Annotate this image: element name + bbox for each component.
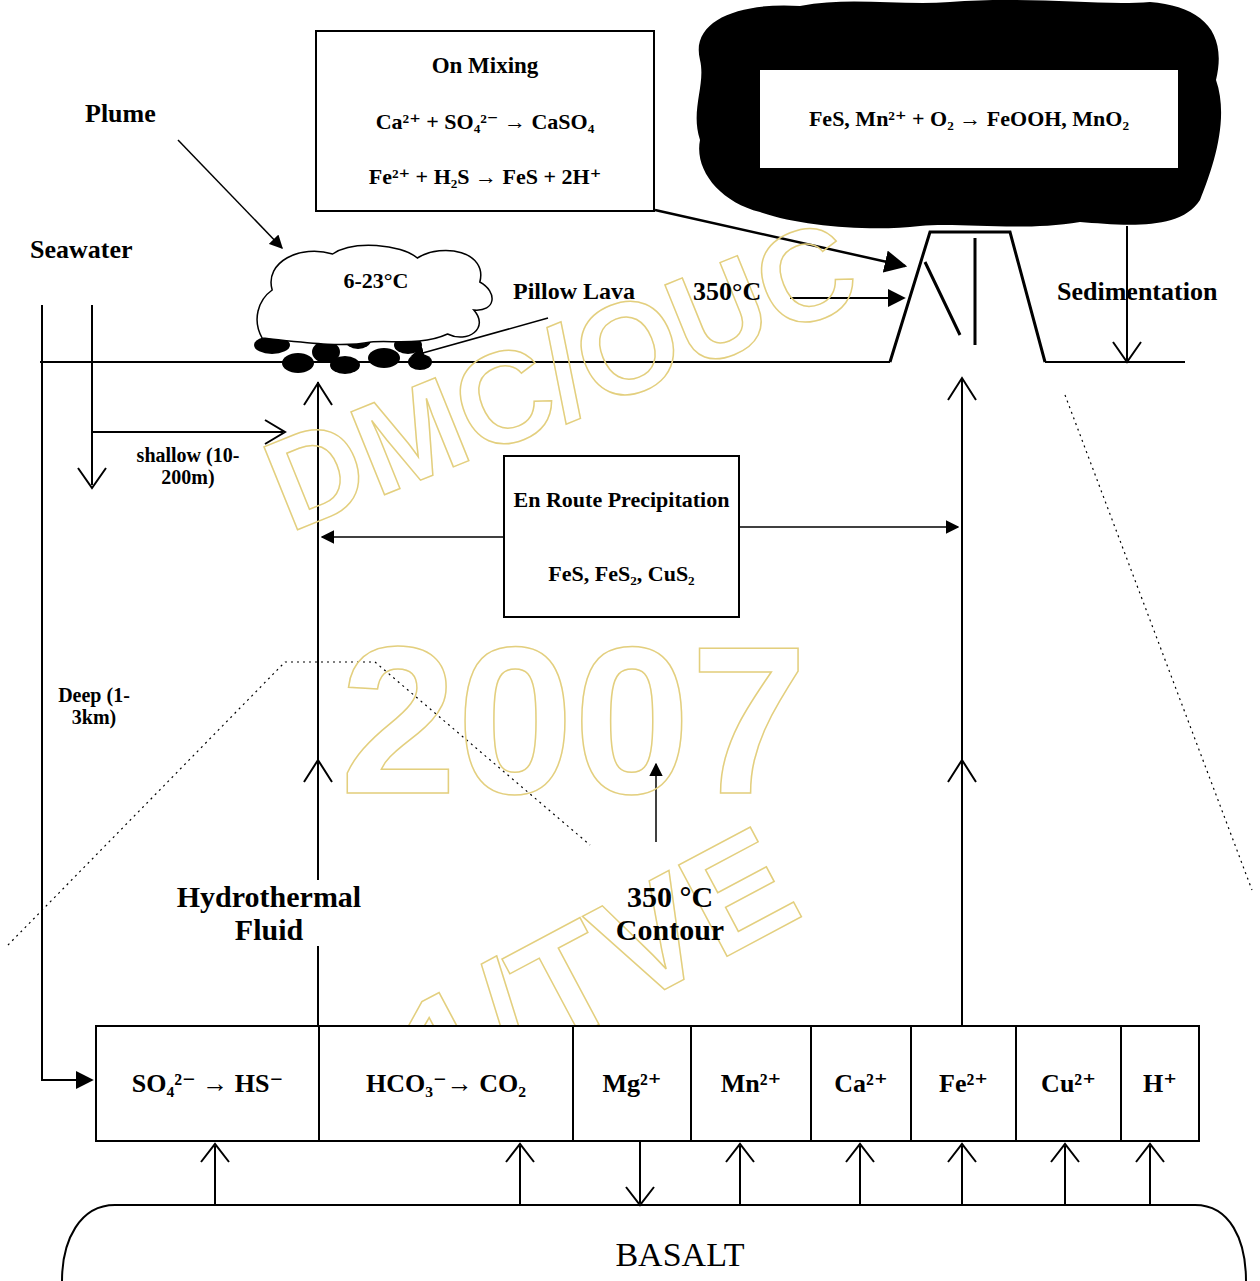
sedimentation-label: Sedimentation	[1057, 278, 1217, 307]
temperature-label: 350°C	[693, 278, 761, 307]
reaction-box: On MixingCa²⁺ + SO₄²⁻ → CaSO₄ Fe²⁺ + H₂S …	[315, 30, 655, 212]
node-text: FeS, FeS₂, CuS₂	[548, 561, 694, 586]
species-box: Ca²⁺	[810, 1025, 912, 1142]
seawater-shallow-down	[91, 305, 93, 485]
node-heading: Mg²⁺	[602, 1069, 661, 1099]
species-box: Mg²⁺	[572, 1025, 692, 1142]
depth-label: Deep (1-3km)	[44, 684, 144, 728]
basalt-label: BASALT	[540, 1236, 820, 1273]
node-heading: 6-23°C	[343, 268, 408, 293]
watermark: 2007	[340, 600, 807, 842]
node-heading: Mn²⁺	[721, 1069, 782, 1099]
oxidation-box: FeS, Mn²⁺ + O₂ → FeOOH, MnO₂	[758, 68, 1180, 170]
contour-label: 350 °C Contour	[580, 880, 760, 946]
arrowhead	[78, 468, 106, 488]
plume-cloud: 6-23°C	[250, 238, 502, 348]
species-box: H⁺	[1120, 1025, 1200, 1142]
node-heading: Fe²⁺	[939, 1069, 988, 1099]
species-box: SO₄²⁻ → HS⁻	[95, 1025, 320, 1142]
node-heading: On Mixing	[432, 53, 539, 79]
node-heading: H⁺	[1143, 1069, 1177, 1099]
node-heading: SO₄²⁻ → HS⁻	[132, 1069, 283, 1099]
fluid-label: Hydrothermal Fluid	[140, 880, 398, 946]
plume-pointer	[178, 140, 282, 248]
precipitation-arrow	[740, 526, 958, 528]
species-box: Cu²⁺	[1015, 1025, 1122, 1142]
fluid-up-line	[961, 378, 963, 1025]
species-box: Mn²⁺	[690, 1025, 812, 1142]
exchange-arrows	[201, 1142, 1164, 1205]
node-heading: Ca²⁺	[834, 1069, 887, 1099]
node-text: Ca²⁺ + SO₄²⁻ → CaSO₄	[376, 109, 595, 134]
species-box: HCO₃⁻→ CO₂	[318, 1025, 574, 1142]
node-heading: FeS, Mn²⁺ + O₂ → FeOOH, MnO₂	[809, 106, 1129, 131]
species-box: Fe²⁺	[910, 1025, 1017, 1142]
node-text: Fe²⁺ + H₂S → FeS + 2H⁺	[369, 164, 602, 189]
node-heading: En Route Precipitation	[514, 487, 730, 512]
node-heading: Cu²⁺	[1041, 1069, 1096, 1099]
pillow-lava-label: Pillow Lava	[513, 278, 635, 304]
node-heading: HCO₃⁻→ CO₂	[366, 1069, 526, 1099]
basalt-outline	[62, 1205, 1246, 1281]
seawater-label: Seawater	[30, 236, 133, 265]
arrowhead	[948, 378, 976, 782]
black-smoke-cloud	[697, 0, 1221, 228]
plume-label: Plume	[85, 100, 156, 129]
precipitation-box: En Route PrecipitationFeS, FeS₂, CuS₂	[503, 455, 740, 618]
arrowhead	[1113, 342, 1141, 362]
plume-outline-path	[257, 245, 492, 344]
depth-label: shallow (10-200m)	[118, 444, 258, 488]
chimney	[890, 232, 1045, 362]
